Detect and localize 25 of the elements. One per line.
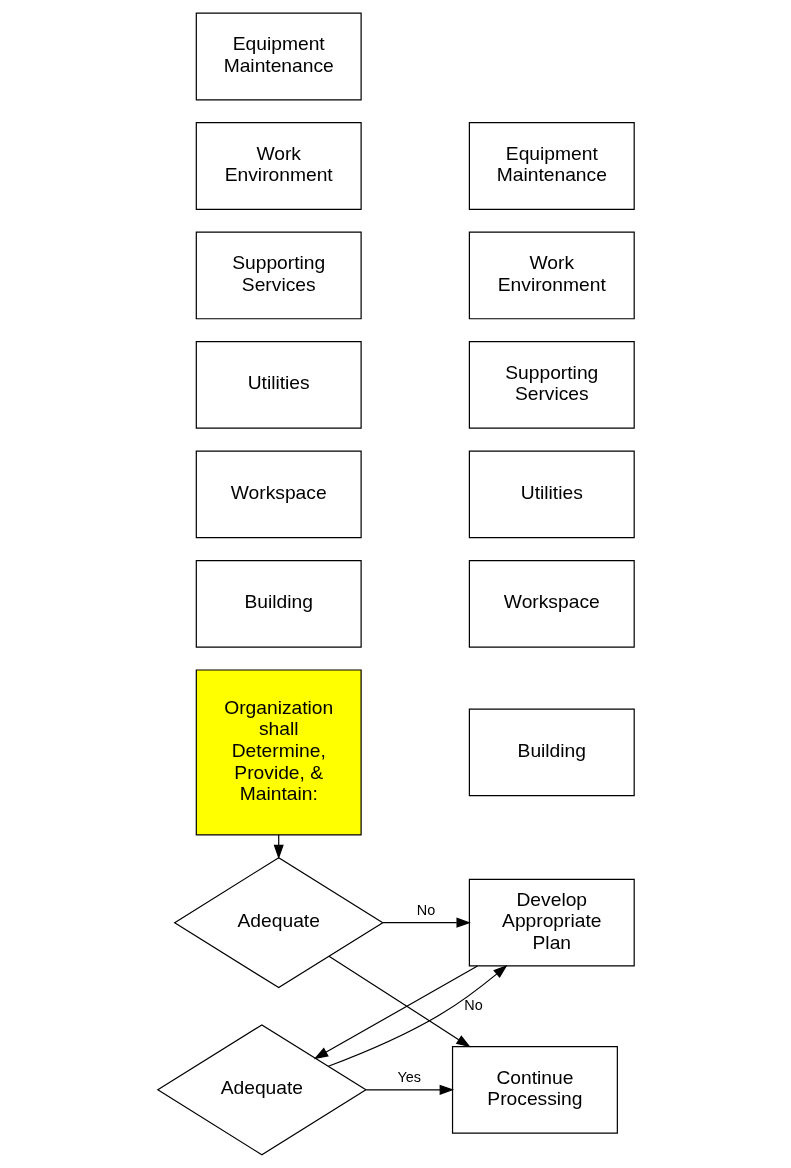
node-box: Continue Processing	[451, 1045, 618, 1134]
arrow	[327, 964, 507, 1067]
node-box: Utilities	[468, 450, 635, 539]
node-box: Building	[195, 559, 362, 648]
node-box: Organization shall Determine, Provide, & Maintain:	[195, 669, 362, 836]
node-box: Workspace	[468, 559, 635, 648]
arrow	[365, 1084, 454, 1095]
node-box: Equipment Maintenance	[468, 122, 635, 210]
arrow	[327, 955, 471, 1048]
node-box: Workspace	[195, 450, 362, 539]
edge-label: Yes	[396, 1069, 421, 1086]
node-box: Utilities	[195, 341, 362, 429]
arrow	[382, 917, 471, 928]
node-diamond: Adequate	[173, 856, 384, 989]
edge-label: No	[463, 996, 483, 1013]
node-box: Work Environment	[195, 122, 362, 210]
node-box: Develop Appropriate Plan	[468, 878, 635, 967]
node-box: Equipment Maintenance	[195, 12, 362, 101]
node-box: Supporting Services	[468, 341, 635, 429]
node-box: Building	[468, 708, 635, 797]
node-diamond: Adequate	[156, 1024, 367, 1156]
arrow	[313, 965, 478, 1060]
edge-label: No	[416, 901, 435, 918]
node-box: Supporting Services	[195, 231, 362, 320]
node-box: Work Environment	[468, 231, 635, 320]
